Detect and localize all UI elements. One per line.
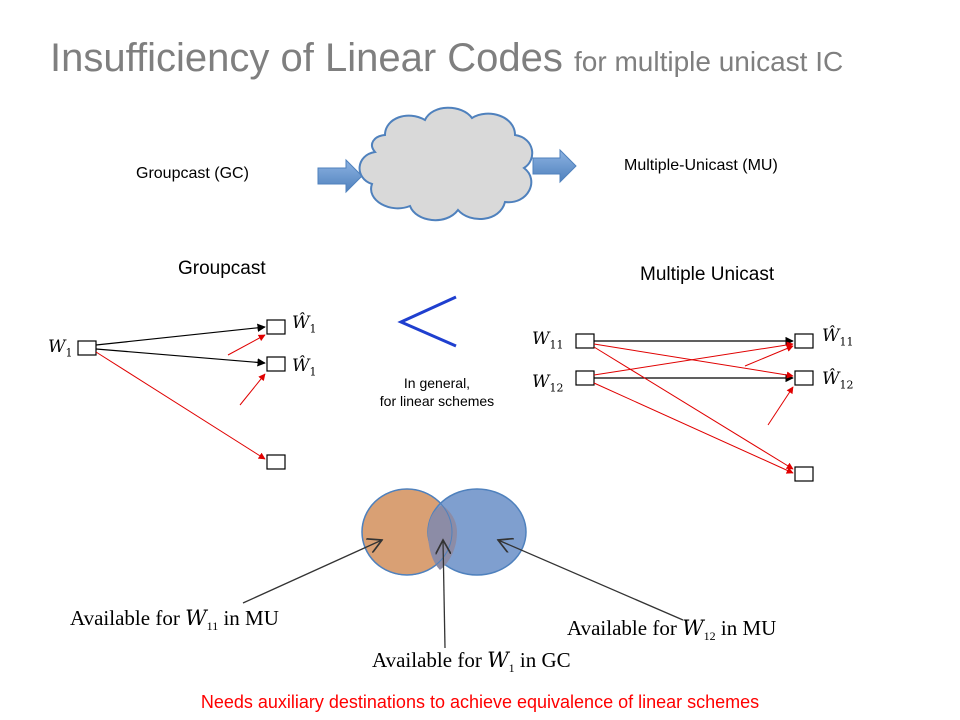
pointer-left bbox=[242, 540, 382, 604]
mu-side-edge-2 bbox=[767, 386, 794, 426]
gc-dest-node-1 bbox=[266, 319, 286, 335]
mu-source-label-2: W12 bbox=[532, 372, 564, 395]
gc-aux-node bbox=[266, 454, 286, 470]
comparison-note-line-2: for linear schemes bbox=[379, 393, 495, 409]
pointer-middle bbox=[443, 540, 445, 649]
gc-dest-label-1: Ŵ1 bbox=[292, 313, 317, 336]
multiple-unicast-mu-label: Multiple-Unicast (MU) bbox=[624, 157, 778, 174]
gc-edge-1 bbox=[95, 323, 266, 346]
mu-aux-edge-2 bbox=[593, 382, 794, 474]
comparison-note-line-1: In general, bbox=[403, 375, 471, 391]
gc-edge-2 bbox=[95, 348, 266, 367]
mu-source-label-1: W11 bbox=[532, 329, 564, 352]
venn-left-annotation: Available for W11 in MU bbox=[70, 606, 279, 634]
gc-dest-label-2: Ŵ1 bbox=[292, 356, 317, 379]
mu-side-edge-1 bbox=[744, 345, 794, 367]
mu-aux-node bbox=[794, 466, 814, 482]
conversion-arrow-left bbox=[317, 158, 363, 194]
mu-source-node-1 bbox=[575, 333, 595, 349]
mu-dest-label-1: Ŵ11 bbox=[822, 326, 854, 349]
page-title: Insufficiency of Linear Codes for multip… bbox=[50, 36, 843, 81]
mu-dest-node-1 bbox=[794, 333, 814, 349]
mu-aux-edge-1 bbox=[593, 346, 794, 470]
gc-source-node bbox=[77, 340, 97, 356]
venn-diagram bbox=[361, 488, 527, 576]
gc-source-label: W1 bbox=[48, 337, 73, 360]
conversion-arrow-right bbox=[532, 148, 577, 184]
title-main: Insufficiency of Linear Codes bbox=[50, 36, 563, 80]
venn-middle-annotation: Available for W1 in GC bbox=[372, 648, 571, 676]
gc-side-edge-1 bbox=[227, 334, 266, 356]
mu-dest-node-2 bbox=[794, 370, 814, 386]
groupcast-gc-label: Groupcast (GC) bbox=[136, 165, 249, 182]
venn-right-annotation: Available for W12 in MU bbox=[567, 616, 777, 644]
gc-edge-aux bbox=[95, 351, 266, 460]
mu-cross-edge-2 bbox=[593, 341, 794, 376]
comparison-note: In general, for linear schemes bbox=[352, 374, 522, 410]
mu-source-node-2 bbox=[575, 370, 595, 386]
gc-dest-node-2 bbox=[266, 356, 286, 372]
groupcast-heading: Groupcast bbox=[178, 258, 266, 279]
pointer-right bbox=[498, 540, 684, 621]
gc-side-edge-2 bbox=[239, 373, 266, 406]
footer-note: Needs auxiliary destinations to achieve … bbox=[200, 692, 760, 712]
title-sub: for multiple unicast IC bbox=[574, 46, 844, 77]
cloud-icon bbox=[358, 106, 534, 222]
mu-dest-label-2: Ŵ12 bbox=[822, 369, 854, 392]
less-than-icon bbox=[397, 295, 457, 348]
multiple-unicast-heading: Multiple Unicast bbox=[640, 264, 775, 285]
